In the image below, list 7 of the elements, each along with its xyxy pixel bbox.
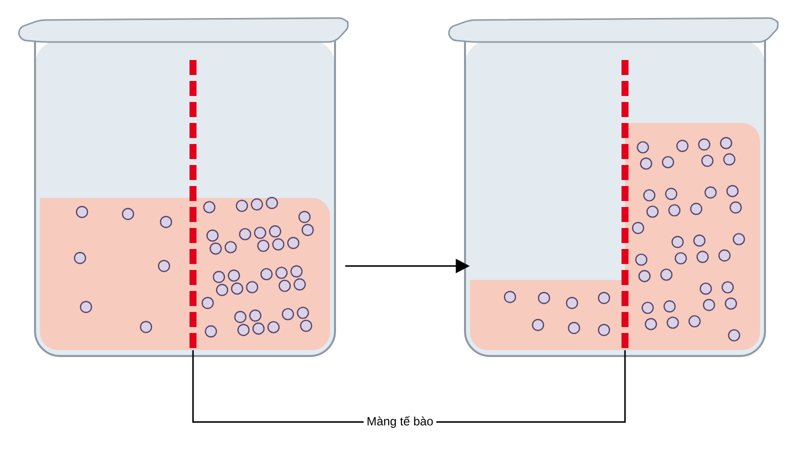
membrane — [622, 60, 628, 350]
membrane — [190, 60, 196, 350]
leader-line — [192, 350, 364, 423]
leader-line — [436, 350, 626, 423]
beaker-drawing — [18, 17, 349, 357]
beaker-drawing — [448, 17, 779, 357]
membrane-label: Màng tế bào — [368, 416, 433, 428]
